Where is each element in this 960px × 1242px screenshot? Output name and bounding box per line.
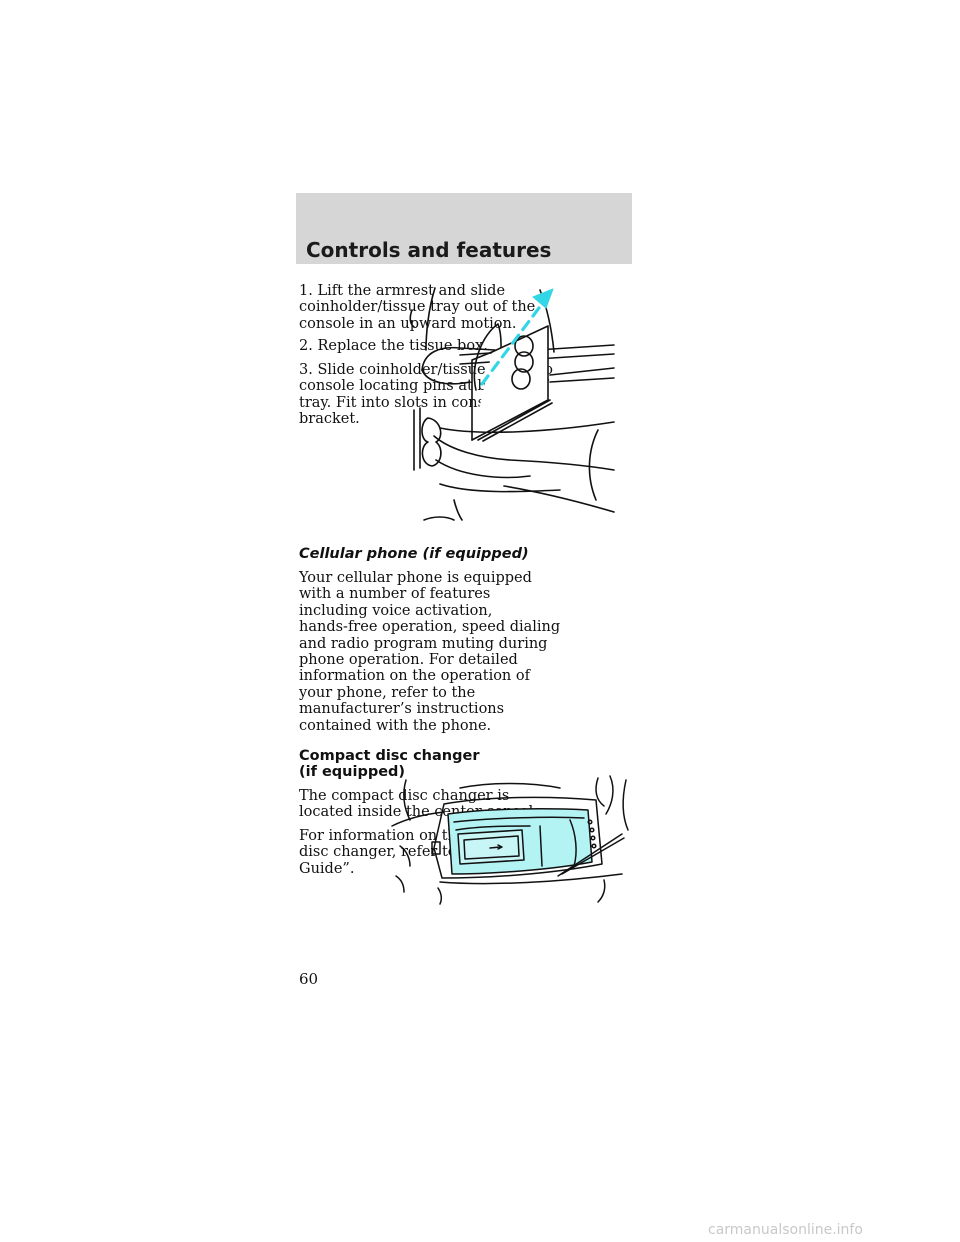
step-3-line: tray. Fit into slots in console (299, 394, 508, 411)
cellular-line: including voice activation, (299, 602, 493, 619)
step-1-line: 1. Lift the armrest and slide (299, 283, 506, 299)
cd-changer-illustration (391, 775, 629, 905)
step-1-line: coinholder/tissue tray out of the (299, 299, 536, 316)
watermark-text: carmanualsonline.info (708, 1222, 863, 1238)
cellular-line: hands-free operation, speed dialing (299, 619, 561, 636)
step-3-line: bracket. (299, 411, 360, 428)
cellular-line: with a number of features (299, 586, 491, 603)
cellular-line: phone operation. For detailed (299, 652, 518, 669)
step-2-line: 2. Replace the tissue box. (299, 338, 488, 354)
step-1: 1. Lift the armrest and slide coinholder… (299, 283, 674, 332)
cellular-line: information on the operation of (299, 668, 530, 685)
step-2: 2. Replace the tissue box. (299, 338, 674, 354)
cellular-line: manufacturer’s instructions (299, 701, 505, 718)
cellular-line: contained with the phone. (299, 717, 492, 734)
cellular-line: Your cellular phone is equipped (299, 570, 532, 586)
cellular-line: your phone, refer to the (299, 684, 476, 701)
cellular-phone-body: Your cellular phone is equipped with a n… (299, 570, 674, 734)
section-header-bar (296, 193, 632, 264)
section-title: Controls and features (306, 238, 552, 262)
coinholder-tray-illustration (409, 287, 615, 521)
cd-changer-heading: Compact disc changer (if equipped) (299, 748, 479, 781)
cellular-line: and radio program muting during (299, 635, 548, 652)
step-1-line: console in an upward motion. (299, 315, 517, 332)
page-number: 60 (299, 970, 319, 988)
cd-changer-line: Guide”. (299, 860, 355, 877)
cd-changer-heading-line: Compact disc changer (299, 748, 480, 764)
cellular-phone-heading: Cellular phone (if equipped) (299, 546, 529, 562)
cd-changer-heading-line: (if equipped) (299, 764, 406, 781)
